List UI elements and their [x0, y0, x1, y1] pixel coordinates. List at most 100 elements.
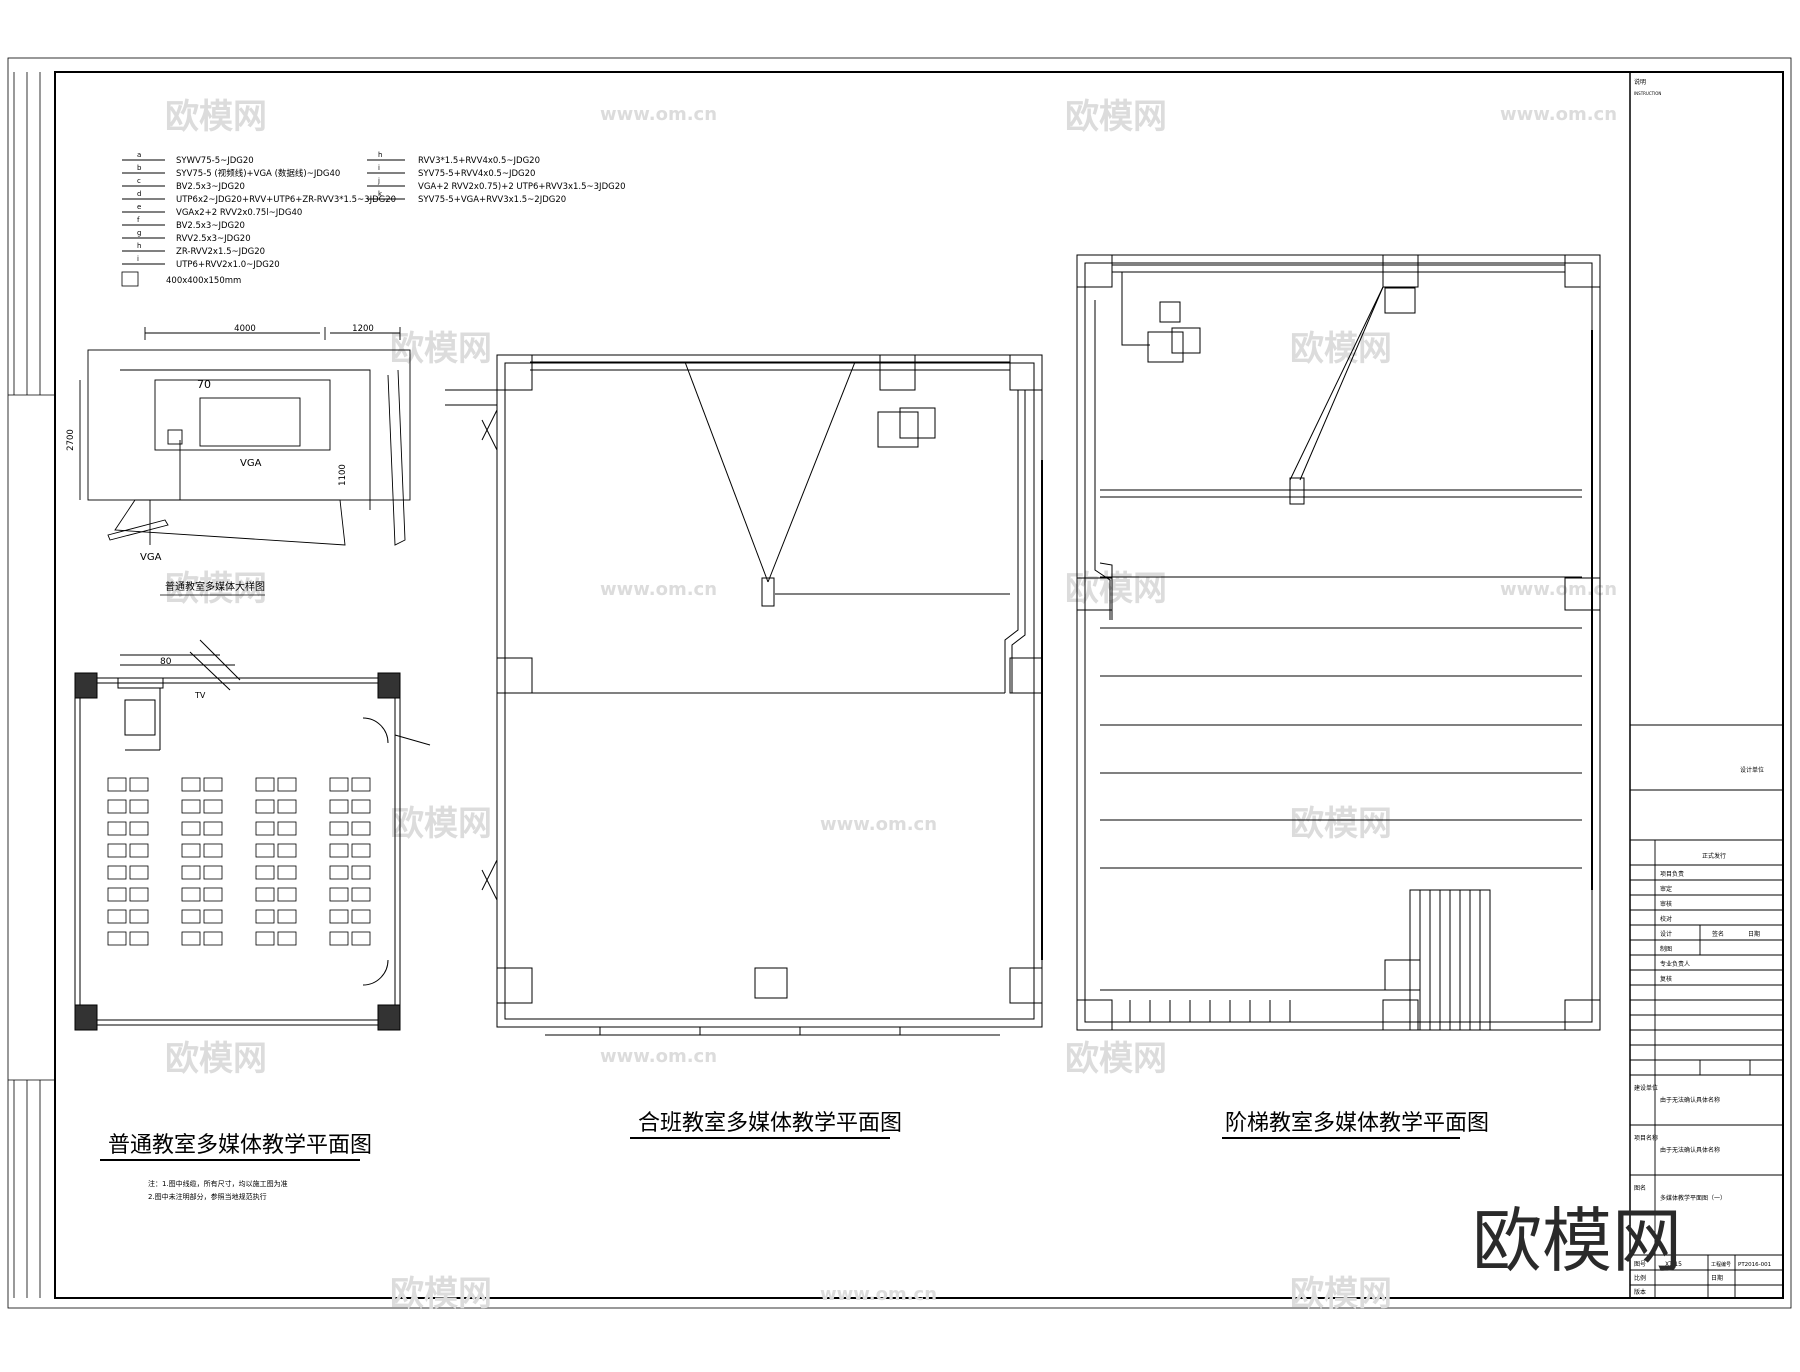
plan1-note-2: 2.图中未注明部分，参照当地规范执行: [148, 1192, 267, 1201]
tb-row-2: 审定: [1660, 885, 1672, 893]
legend-text: SYV75-5+RVV4x0.5~JDG20: [418, 169, 535, 179]
tb-drawing-label: 图名: [1634, 1184, 1646, 1192]
desk: [329, 799, 349, 814]
legend-text: BV2.5x3~JDG20: [176, 182, 245, 192]
dim-top: 4000: [234, 324, 256, 334]
tb-drawing-no: XT-15: [1665, 1261, 1682, 1268]
tb-status: 正式发行: [1702, 852, 1726, 860]
desk: [203, 887, 223, 902]
watermark-cn: 欧模网: [390, 329, 492, 369]
legend-tag: f: [137, 216, 140, 224]
desk: [351, 909, 371, 924]
desk: [351, 865, 371, 880]
legend-row: dUTP6x2~JDG20+RVV+UTP6+ZR-RVV3*1.5~3JDG2…: [122, 190, 396, 205]
plan1-labels: 80 TV 普通教室多媒体教学平面图 注：1.图中线缆，所有尺寸，均以施工图为准…: [100, 657, 372, 1201]
desk: [351, 777, 371, 792]
desk: [181, 865, 201, 880]
desk: [129, 821, 149, 836]
legend-text: RVV3*1.5+RVV4x0.5~JDG20: [418, 156, 540, 166]
title-block: [1629, 72, 1783, 1298]
plan-ordinary-classroom: [74, 639, 431, 1031]
watermark-cn: 欧模网: [165, 1039, 267, 1079]
tb-scale-label: 比例: [1634, 1274, 1646, 1282]
tb-drawing-no-label: 图号: [1634, 1261, 1646, 1268]
desk: [203, 865, 223, 880]
desk: [255, 931, 275, 946]
tb-row-6: 制图: [1660, 945, 1672, 953]
desk: [277, 843, 297, 858]
desk: [129, 865, 149, 880]
legend-text: SYV75-5+VGA+RVV3x1.5~2JDG20: [418, 195, 566, 205]
desk: [181, 909, 201, 924]
tb-row-1: 项目负责: [1660, 870, 1684, 878]
plan2-title-group: 合班教室多媒体教学平面图: [630, 1111, 902, 1139]
dim-inner: 1100: [338, 464, 348, 486]
desk: [255, 865, 275, 880]
desk: [107, 799, 127, 814]
desk: [351, 887, 371, 902]
legend-text: UTP6+RVV2x1.0~JDG20: [176, 260, 280, 270]
desk: [129, 777, 149, 792]
legend-text: SYV75-5 (视频线)+VGA (数据线)~JDG40: [176, 168, 340, 179]
legend-tag: h: [137, 242, 141, 250]
legend-tag: i: [378, 164, 380, 172]
desk: [255, 821, 275, 836]
desk: [329, 909, 349, 924]
legend-tag: d: [137, 190, 141, 198]
tb-project2-value: 由于无法确认具体名称: [1660, 1146, 1720, 1154]
legend-text: VGA+2 RVV2x0.75)+2 UTP6+RVV3x1.5~3JDG20: [418, 182, 626, 192]
plan2-title: 合班教室多媒体教学平面图: [638, 1111, 902, 1136]
dim-right: 1200: [352, 324, 374, 334]
watermark-cn: 欧模网: [1065, 569, 1167, 609]
legend-tag: i: [137, 255, 139, 263]
plan1-title: 普通教室多媒体教学平面图: [108, 1133, 372, 1158]
plan-combined-classroom: [445, 354, 1043, 1036]
watermark-cn: 欧模网: [165, 569, 267, 609]
tb-row-5: 设计: [1660, 930, 1672, 938]
title-block-labels: 说明 INSTRUCTION 设计单位 正式发行 项目负责 审定 审核 校对 设…: [1634, 78, 1771, 1296]
tb-project-value: 由于无法确认具体名称: [1660, 1096, 1720, 1104]
tb-section-label: 说明: [1634, 78, 1646, 86]
legend-tag: g: [137, 229, 141, 237]
legend-tag: a: [137, 151, 141, 159]
watermark-cn: 欧模网: [390, 804, 492, 844]
desk: [255, 843, 275, 858]
tb-signature-label: 签名: [1712, 930, 1724, 938]
desk: [255, 887, 275, 902]
desk: [107, 821, 127, 836]
desk: [203, 843, 223, 858]
legend-tag: h: [378, 151, 382, 159]
tb-drawing-value: 多媒体教学平面图（一）: [1660, 1194, 1726, 1202]
desk: [203, 909, 223, 924]
desk: [107, 843, 127, 858]
tb-row-8: 复核: [1660, 975, 1672, 983]
plan1-tv-mark: TV: [194, 691, 206, 700]
desk: [277, 909, 297, 924]
desk: [351, 799, 371, 814]
plan3-title-group: 阶梯教室多媒体教学平面图: [1222, 1111, 1489, 1139]
watermark-url: www.om.cn: [1500, 104, 1617, 125]
tb-project-no: PT2016-001: [1738, 1262, 1771, 1268]
tb-project-label: 建设单位: [1634, 1084, 1658, 1092]
desk: [329, 777, 349, 792]
tb-row-7: 专业负责人: [1660, 960, 1690, 968]
plan-lecture-hall: [1076, 254, 1601, 1031]
legend-text: UTP6x2~JDG20+RVV+UTP6+ZR-RVV3*1.5~3JDG20: [176, 195, 396, 205]
desk: [277, 865, 297, 880]
desk: [203, 931, 223, 946]
legend-box-note: 400x400x150mm: [121, 271, 241, 287]
tb-date-label: 日期: [1748, 930, 1760, 938]
desk-grid: [107, 777, 371, 946]
legend-tag: e: [137, 203, 141, 211]
desk: [203, 799, 223, 814]
sheet-frame: [7, 57, 1792, 1309]
desk: [329, 931, 349, 946]
legend-text: ZR-RVV2x1.5~JDG20: [176, 247, 265, 257]
tb-project2-label: 项目名称: [1634, 1134, 1658, 1142]
